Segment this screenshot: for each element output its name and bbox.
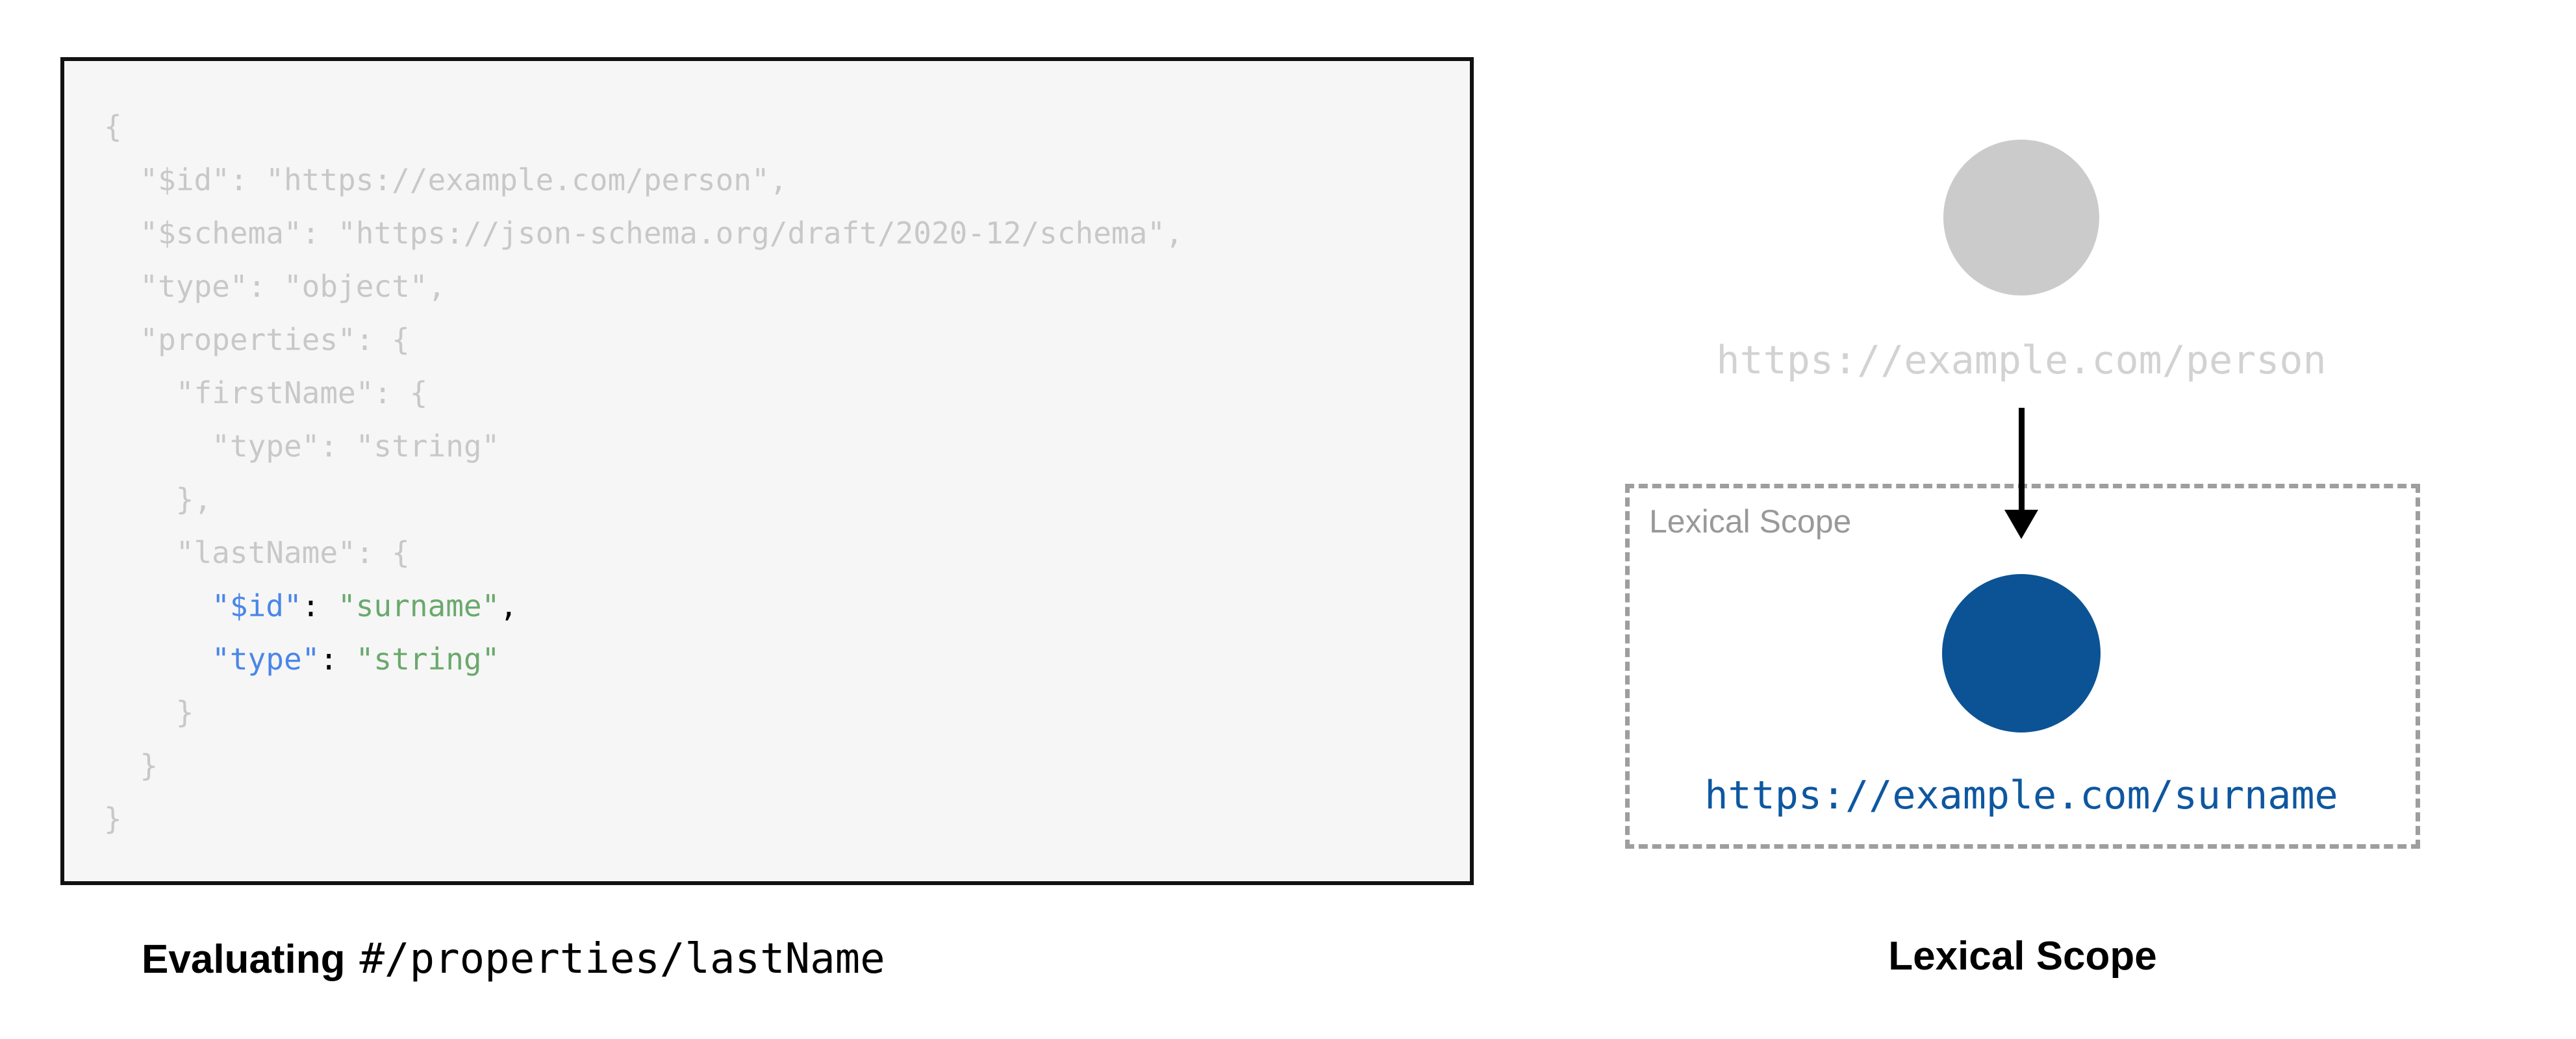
code-line: }, — [104, 482, 212, 517]
surname-schema-node-circle — [1942, 574, 2101, 732]
code-line: "properties": { — [104, 322, 410, 357]
left-caption-evaluating: Evaluating — [142, 937, 346, 982]
code-line: "lastName": { — [104, 535, 410, 570]
code-line: "type": "string" — [212, 642, 500, 677]
left-caption-json-pointer: #/properties/lastName — [359, 935, 885, 983]
code-line: "$id": "https://example.com/person", — [104, 162, 788, 197]
arrow-down-icon — [2004, 408, 2038, 539]
code-line: "type": "string" — [104, 429, 500, 464]
surname-schema-uri-label: https://example.com/surname — [1704, 773, 2338, 818]
code-line: "firstName": { — [104, 375, 428, 410]
json-schema-code-block: { "$id": "https://example.com/person", "… — [60, 57, 1474, 885]
person-schema-node-circle — [1943, 140, 2099, 295]
person-schema-uri-label: https://example.com/person — [1716, 338, 2327, 383]
right-caption: Lexical Scope — [1888, 934, 2157, 979]
code-line: } — [104, 695, 194, 730]
code-line: "$id": "surname", — [212, 588, 518, 623]
code-line: } — [104, 801, 122, 836]
code-line: { — [104, 109, 122, 144]
left-caption: Evaluating #/properties/lastName — [142, 935, 885, 983]
code-line: } — [104, 748, 158, 783]
lexical-scope-box-label: Lexical Scope — [1649, 503, 1852, 540]
code-lines: { "$id": "https://example.com/person", "… — [64, 61, 1470, 845]
code-line: "$schema": "https://json-schema.org/draf… — [104, 216, 1183, 251]
code-line: "type": "object", — [104, 269, 446, 304]
